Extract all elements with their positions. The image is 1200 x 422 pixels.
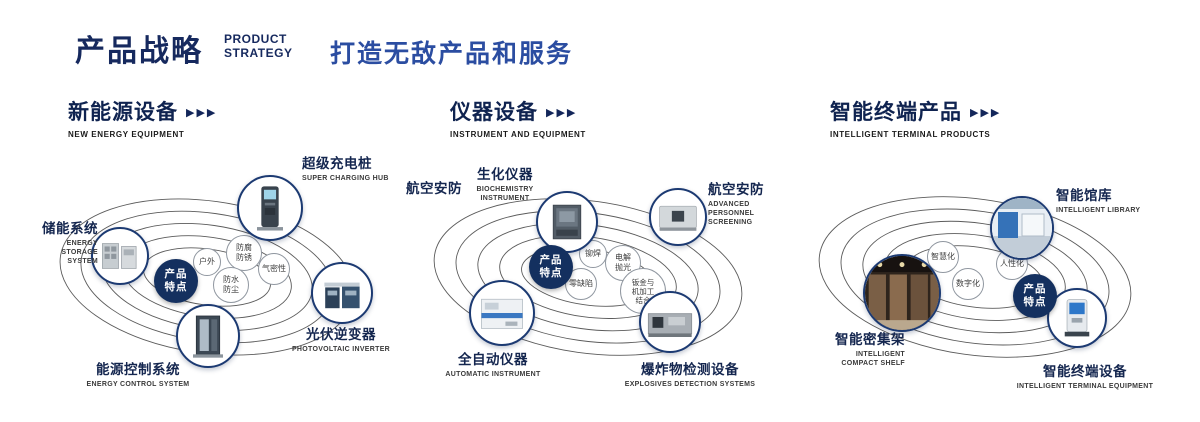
badge-line1: 产品 — [539, 254, 563, 267]
feature-label: 防水防尘 — [222, 275, 239, 294]
super-charging-hub-image — [257, 186, 283, 231]
badge-line2: 特点 — [1023, 296, 1047, 308]
personnel-screening-label: 航空安防 ADVANCED PERSONNEL SCREENING — [708, 178, 828, 227]
automatic-instrument-label: 全自动仪器 AUTOMATIC INSTRUMENT — [428, 348, 558, 379]
page-title: 产品战略 — [75, 35, 203, 68]
intelligent-library-circle — [990, 196, 1054, 260]
photovoltaic-inverter-circle — [311, 262, 373, 324]
feature-bubble-waterproof: 防水防尘 — [213, 267, 249, 303]
product-name-en: INTELLIGENT COMPACT SHELF — [841, 351, 905, 368]
intelligent-terminal-image — [1064, 299, 1090, 337]
product-name-zh: 智能馆库 — [1056, 188, 1112, 203]
energy-control-system-image — [193, 315, 223, 358]
section-subtitle: INTELLIGENT TERMINAL PRODUCTS — [830, 130, 991, 139]
explosives-detection-circle — [639, 291, 701, 353]
super-charging-hub-circle — [237, 175, 303, 241]
product-features-badge: 产品 特点 — [529, 245, 573, 289]
product-features-badge: 产品 特点 — [1013, 274, 1057, 318]
product-name-zh: 智能终端设备 — [1043, 364, 1127, 379]
section-title: 智能终端产品 — [830, 101, 962, 124]
feature-label: 智慧化 — [931, 252, 955, 262]
feature-label: 钣金与机加工结合 — [631, 277, 655, 305]
product-name-en: SUPER CHARGING HUB — [302, 175, 389, 182]
product-name-en: ENERGY CONTROL SYSTEM — [86, 381, 190, 388]
feature-bubble-digital: 数字化 — [952, 268, 984, 300]
feature-label: 户外 — [199, 257, 215, 267]
feature-bubble-airtight: 气密性 — [258, 253, 290, 285]
section-header-instruments: 仪器设备 ▶▶▶ INSTRUMENT AND EQUIPMENT — [450, 96, 586, 139]
product-name-zh: 超级充电桩 — [302, 156, 372, 171]
photovoltaic-inverter-image — [324, 282, 360, 309]
feature-bubble-outdoor: 户外 — [193, 248, 221, 276]
section-title: 新能源设备 — [68, 101, 178, 124]
explosives-detection-image — [647, 313, 693, 337]
intelligent-compact-shelf-label: 智能密集架 INTELLIGENT COMPACT SHELF — [790, 328, 905, 368]
intelligent-compact-shelf-image — [865, 256, 939, 330]
biochemistry-instrument-label: 生化仪器 BIOCHEMISTRY INSTRUMENT — [455, 163, 555, 203]
page-slogan: 打造无敌产品和服务 — [330, 40, 574, 68]
product-name-zh: 爆炸物检测设备 — [641, 362, 739, 377]
explosives-detection-label: 爆炸物检测设备 EXPLOSIVES DETECTION SYSTEMS — [600, 358, 780, 389]
product-name-en: BIOCHEMISTRY INSTRUMENT — [476, 186, 534, 203]
intelligent-terminal-circle — [1047, 288, 1107, 348]
product-name-en: ADVANCED PERSONNEL SCREENING — [708, 201, 755, 227]
energy-control-system-circle — [176, 304, 240, 368]
personnel-screening-image — [659, 205, 697, 231]
aviation-security-side-label: 航空安防 — [406, 181, 462, 196]
product-name-zh: 全自动仪器 — [458, 352, 528, 367]
badge-line2: 特点 — [539, 267, 563, 279]
section-header-new-energy: 新能源设备 ▶▶▶ NEW ENERGY EQUIPMENT — [68, 96, 217, 139]
section-subtitle: NEW ENERGY EQUIPMENT — [68, 130, 185, 139]
intelligent-compact-shelf-circle — [863, 254, 941, 332]
badge-line1: 产品 — [164, 268, 188, 281]
product-name-en: AUTOMATIC INSTRUMENT — [445, 371, 541, 378]
section-subtitle: INSTRUMENT AND EQUIPMENT — [450, 130, 586, 139]
page-title-en-line1: PRODUCT — [224, 32, 287, 46]
product-name-en: INTELLIGENT TERMINAL EQUIPMENT — [1016, 383, 1154, 390]
feature-label: 零缺陷 — [569, 279, 593, 289]
triple-arrow-icon: ▶▶▶ — [186, 107, 218, 119]
intelligent-terminal-label: 智能终端设备 INTELLIGENT TERMINAL EQUIPMENT — [1000, 360, 1170, 391]
section-header-intelligent-terminal: 智能终端产品 ▶▶▶ INTELLIGENT TERMINAL PRODUCTS — [830, 96, 1001, 139]
energy-storage-circle — [91, 227, 149, 285]
product-name-en: ENERGY STORAGE SYSTEM — [61, 240, 98, 266]
triple-arrow-icon: ▶▶▶ — [970, 107, 1002, 119]
energy-storage-label: 储能系统 ENERGY STORAGE SYSTEM — [14, 217, 98, 266]
page-title-en-line2: STRATEGY — [224, 45, 293, 60]
biochemistry-instrument-image — [552, 204, 582, 240]
automatic-instrument-circle — [469, 280, 535, 346]
product-features-badge: 产品 特点 — [154, 259, 198, 303]
page-title-en: PRODUCT STRATEGY — [224, 32, 293, 61]
product-name-en: EXPLOSIVES DETECTION SYSTEMS — [624, 381, 756, 388]
product-name-zh: 智能密集架 — [835, 332, 905, 347]
feature-label: 电解抛光 — [614, 253, 631, 272]
triple-arrow-icon: ▶▶▶ — [546, 107, 578, 119]
product-name-zh: 光伏逆变器 — [306, 327, 376, 342]
product-name-zh: 生化仪器 — [477, 167, 533, 182]
product-name-zh: 航空安防 — [708, 182, 764, 197]
intelligent-library-label: 智能馆库 INTELLIGENT LIBRARY — [1056, 184, 1176, 215]
badge-line1: 产品 — [1023, 283, 1047, 296]
feature-label: 数字化 — [956, 279, 980, 289]
product-name-en: PHOTOVOLTAIC INVERTER — [291, 346, 391, 353]
product-name-zh: 储能系统 — [42, 221, 98, 236]
super-charging-hub-label: 超级充电桩 SUPER CHARGING HUB — [302, 152, 422, 183]
feature-label: 气密性 — [262, 264, 286, 274]
feature-label: 防腐防锈 — [235, 243, 252, 262]
personnel-screening-circle — [649, 188, 707, 246]
product-name-en: INTELLIGENT LIBRARY — [1056, 207, 1141, 214]
feature-label: 人性化 — [1000, 259, 1024, 269]
product-name-zh: 能源控制系统 — [96, 362, 180, 377]
photovoltaic-inverter-label: 光伏逆变器 PHOTOVOLTAIC INVERTER — [280, 323, 402, 354]
energy-storage-image — [102, 243, 137, 269]
automatic-instrument-image — [481, 298, 523, 329]
feature-bubble-anticorrosion: 防腐防锈 — [226, 235, 262, 271]
intelligent-library-image — [992, 198, 1052, 258]
feature-label: 铆焊 — [585, 249, 601, 259]
energy-control-system-label: 能源控制系统 ENERGY CONTROL SYSTEM — [63, 358, 213, 389]
badge-line2: 特点 — [164, 281, 188, 293]
section-title: 仪器设备 — [450, 101, 538, 124]
